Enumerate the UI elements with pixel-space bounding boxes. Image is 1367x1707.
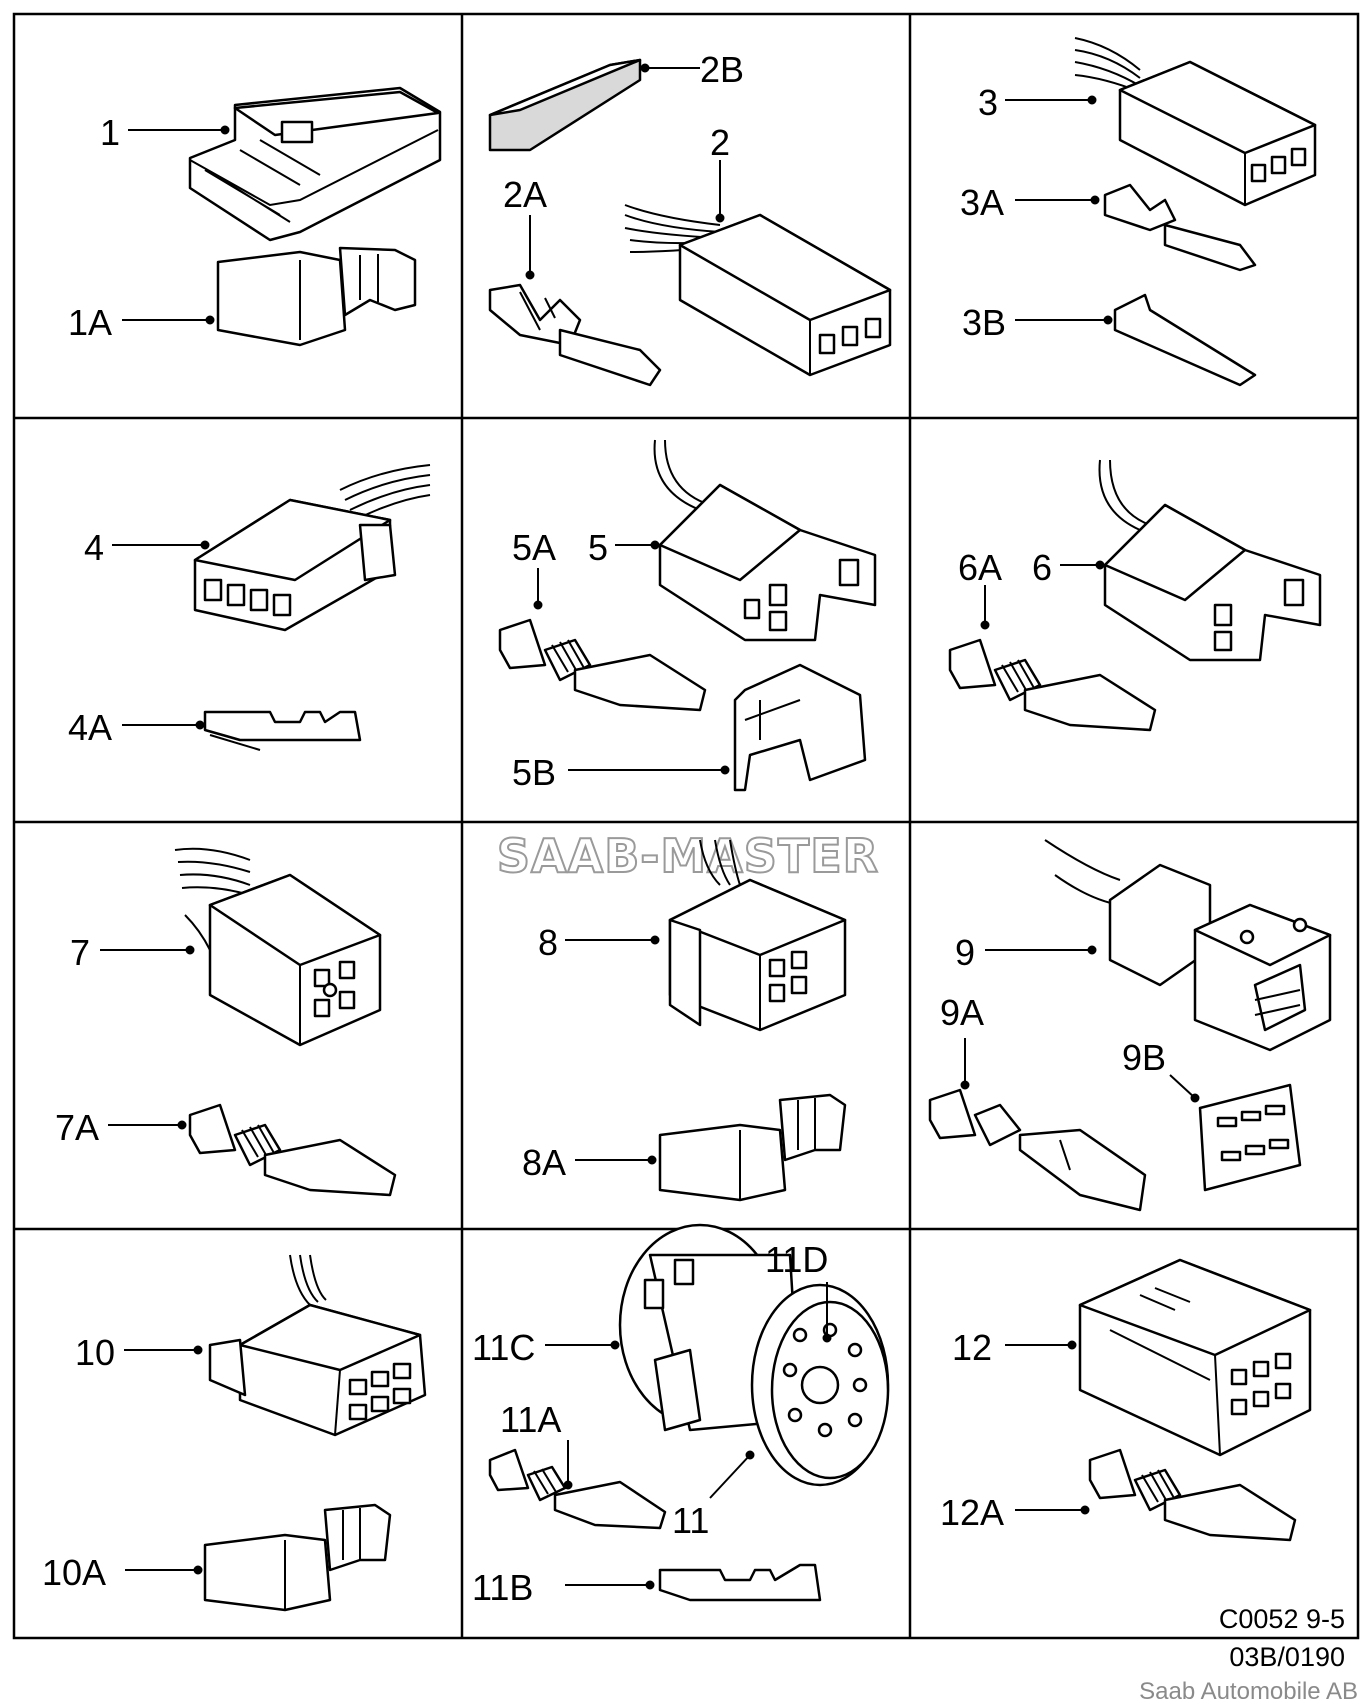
part-4A-terminal-drawing <box>203 710 362 751</box>
label-1: 1 <box>100 112 120 153</box>
label-1A: 1A <box>68 302 112 343</box>
part-9A-terminal-drawing <box>928 1088 1147 1212</box>
part-11A-terminal-drawing <box>488 1448 667 1530</box>
label-6A: 6A <box>958 547 1002 588</box>
label-2: 2 <box>710 122 730 163</box>
part-12-connector-drawing <box>1078 1258 1312 1457</box>
part-5A-terminal-drawing <box>498 618 707 712</box>
part-11-connector-drawing <box>618 1223 890 1487</box>
part-1-connector-drawing <box>188 86 442 242</box>
part-11B-terminal-drawing <box>658 1563 822 1602</box>
part-6-connector-drawing <box>1098 459 1322 662</box>
label-12: 12 <box>952 1327 992 1368</box>
label-10A: 10A <box>42 1552 106 1593</box>
label-11B: 11B <box>472 1567 533 1608</box>
part-5-connector-drawing <box>653 439 877 642</box>
label-7: 7 <box>70 932 90 973</box>
label-5: 5 <box>588 527 608 568</box>
label-8A: 8A <box>522 1142 566 1183</box>
label-11C: 11C <box>472 1327 535 1368</box>
label-9A: 9A <box>940 992 984 1033</box>
leader-lines <box>100 63 1200 1590</box>
part-9-connector-drawing <box>1044 839 1332 1052</box>
part-10A-terminal-drawing <box>203 1503 392 1612</box>
part-9B-seal-drawing <box>1198 1083 1302 1192</box>
part-4-connector-drawing <box>193 464 431 632</box>
part-1A-terminal-drawing <box>216 246 417 347</box>
label-10: 10 <box>75 1332 115 1373</box>
label-11D: 11D <box>765 1239 828 1280</box>
label-11A: 11A <box>500 1399 561 1440</box>
part-7-connector-drawing <box>174 847 382 1047</box>
part-2A-terminal-drawing <box>488 283 662 387</box>
part-10-connector-drawing <box>208 1254 427 1437</box>
copyright-credit: Saab Automobile AB <box>1139 1678 1358 1705</box>
part-2-connector-drawing <box>624 204 892 377</box>
grid-frame <box>12 12 1360 1640</box>
label-3: 3 <box>978 82 998 123</box>
label-2A: 2A <box>503 174 547 215</box>
part-2B-cover-drawing <box>488 58 642 152</box>
label-4A: 4A <box>68 707 112 748</box>
label-5A: 5A <box>512 527 556 568</box>
label-3A: 3A <box>960 182 1004 223</box>
label-4: 4 <box>84 527 104 568</box>
label-9B: 9B <box>1122 1037 1166 1078</box>
part-6A-terminal-drawing <box>948 638 1157 732</box>
label-3B: 3B <box>962 302 1006 343</box>
label-8: 8 <box>538 922 558 963</box>
part-5B-clip-drawing <box>733 663 867 792</box>
label-6: 6 <box>1032 547 1052 588</box>
label-2B: 2B <box>700 49 744 90</box>
part-7A-terminal-drawing <box>188 1103 397 1197</box>
part-8-connector-drawing <box>668 839 847 1032</box>
label-12A: 12A <box>940 1492 1004 1533</box>
part-12A-terminal-drawing <box>1088 1448 1297 1542</box>
part-8A-terminal-drawing <box>658 1093 847 1202</box>
part-3A-terminal-drawing <box>1103 183 1257 272</box>
figure-code: C0052 9-5 <box>1219 1604 1345 1634</box>
label-5B: 5B <box>512 752 556 793</box>
part-3-connector-drawing <box>1074 37 1317 207</box>
part-labels: 1 1A 2B 2 2A 3 3A 3B 4 4A 5A 5 5B 6A 6 7… <box>42 49 1166 1608</box>
label-11: 11 <box>672 1500 709 1541</box>
figure-reference: 03B/0190 <box>1229 1642 1345 1672</box>
label-9: 9 <box>955 932 975 973</box>
label-7A: 7A <box>55 1107 99 1148</box>
watermark: SAAB-MASTER <box>497 829 879 883</box>
part-3B-tool-drawing <box>1113 293 1257 387</box>
